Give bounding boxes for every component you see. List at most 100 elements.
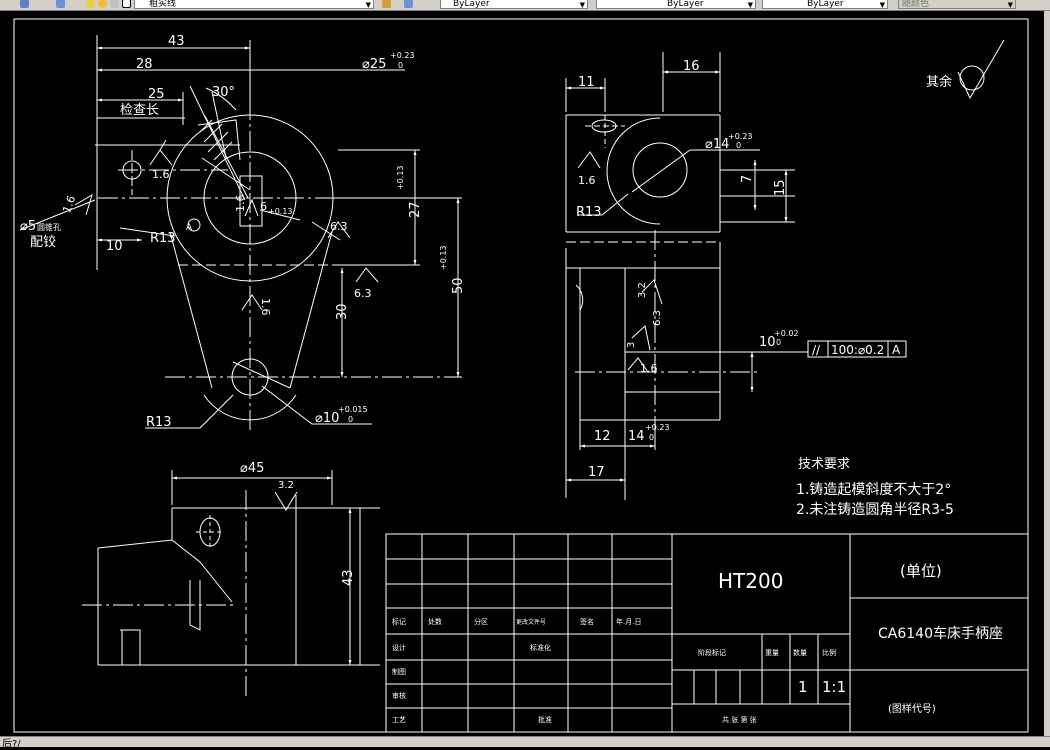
tech-req-item-2: 2.未注铸造圆角半径R3-5 xyxy=(796,502,954,518)
tol-frame-datum: A xyxy=(892,343,901,357)
roughness-rest-symbol xyxy=(957,39,1005,100)
tb-col-sign: 签名 xyxy=(580,617,594,626)
datum-a-label: A xyxy=(186,223,193,233)
dim-50: 50 xyxy=(451,277,466,294)
roughness-1-6-b: 1.6 xyxy=(60,194,78,215)
dim-10b-tol-lo: 0 xyxy=(776,338,781,347)
tb-col-mark: 标记 xyxy=(392,617,406,626)
roughness-6-3-a: 6.3 xyxy=(330,220,348,233)
dim-17: 17 xyxy=(588,465,605,480)
roughness-1-6-d: 1.6 xyxy=(259,298,272,316)
company-label: (单位) xyxy=(900,562,942,580)
part-name: CA6140车床手柄座 xyxy=(878,625,1003,642)
color-swatch-icon xyxy=(122,0,131,8)
tb-check: 审核 xyxy=(392,691,406,700)
dim-27: 27 xyxy=(408,201,423,218)
radius-r13-b: R13 xyxy=(146,415,172,430)
chevron-down-icon: ▼ xyxy=(579,1,585,9)
tol-frame-symbol: // xyxy=(812,343,821,357)
tb-sheets: 共 张 第 张 xyxy=(722,715,757,724)
dim-43: 43 xyxy=(168,34,185,49)
roughness-6-3-c: 6.3 xyxy=(652,310,663,326)
tol-frame-value: 100:⌀0.2 xyxy=(831,343,884,357)
roughness-1-6-c: 1.6 xyxy=(234,195,247,213)
dim-dia25-tol-up: +0.23 xyxy=(390,51,415,60)
hole-dia5-note: 圆锥孔 xyxy=(37,222,61,232)
dim-dia10-tol-lo: 0 xyxy=(348,415,353,424)
plotstyle-dropdown[interactable]: 随颜色 ▼ xyxy=(898,0,1016,9)
roughness-6-3-b: 6.3 xyxy=(354,287,372,300)
tb-draw: 制图 xyxy=(392,667,406,676)
tb-approve: 批准 xyxy=(538,715,552,724)
check-length-label: 检查长 xyxy=(120,103,159,118)
linetype-dropdown[interactable]: ByLayer ▼ xyxy=(596,0,756,9)
front-view xyxy=(19,35,462,432)
roughness-3-2-b: 3.2 xyxy=(278,480,294,491)
dim-50-tol: +0.13 xyxy=(439,245,448,270)
tb-weight: 重量 xyxy=(765,649,779,657)
bulb-icon[interactable] xyxy=(86,0,95,8)
command-prompt: 后?/ xyxy=(2,739,21,750)
hole-dia5: ⌀5 xyxy=(20,219,36,234)
dim-dia10-tol-up: +0.015 xyxy=(338,405,368,414)
color-value: ByLayer xyxy=(453,0,490,9)
dim-10b: 10 xyxy=(759,335,776,350)
layer-name: 粗实线 xyxy=(149,0,177,9)
layer-manager-icon[interactable] xyxy=(20,0,29,8)
color-dropdown[interactable]: ByLayer ▼ xyxy=(440,0,588,9)
chevron-down-icon: ▼ xyxy=(879,1,885,9)
dim-6: 6 xyxy=(260,200,267,213)
roughness-1-6-a: 1.6 xyxy=(152,168,170,181)
dim-dia14: ⌀14 xyxy=(705,137,729,152)
lineweight-dropdown[interactable]: ByLayer ▼ xyxy=(762,0,888,9)
tb-standard: 标准化 xyxy=(530,643,551,652)
tb-col-zone: 分区 xyxy=(474,617,488,626)
tech-req-title: 技术要求 xyxy=(798,457,850,472)
tb-col-count: 处数 xyxy=(428,617,442,626)
dim-dia45: ⌀45 xyxy=(240,461,264,476)
tb-scale: 比例 xyxy=(822,648,836,657)
radius-r13-a: R13 xyxy=(150,231,176,246)
layer-states-icon[interactable] xyxy=(56,0,65,8)
hole-pin-label: 配铰 xyxy=(30,235,56,250)
material-label: HT200 xyxy=(718,569,783,593)
bottom-view xyxy=(82,470,380,700)
dim-28: 28 xyxy=(136,57,153,72)
side-view xyxy=(565,52,907,500)
chevron-down-icon: ▼ xyxy=(1007,1,1013,9)
dim-angle-30: 30° xyxy=(212,85,235,100)
dim-dia14-tol-up: +0.23 xyxy=(728,132,753,141)
quantity-value: 1 xyxy=(798,678,808,696)
layer-previous-icon[interactable] xyxy=(404,0,413,8)
command-line[interactable]: 后?/ xyxy=(0,736,1050,750)
layer-dropdown[interactable]: 粗实线 ▼ xyxy=(134,0,374,9)
roughness-1-6-e: 1.6 xyxy=(578,174,596,187)
scale-value: 1:1 xyxy=(822,678,846,696)
lock-icon[interactable] xyxy=(110,0,119,8)
dim-6-tol: +0.13 xyxy=(268,207,293,216)
dim-dia14-tol-lo: 0 xyxy=(736,141,741,150)
roughness-1-6-f: 1.6 xyxy=(640,362,658,375)
make-current-icon[interactable] xyxy=(382,0,391,8)
dim-dia25-tol-lo: 0 xyxy=(398,61,403,70)
properties-toolbar: 粗实线 ▼ ByLayer ▼ ByLayer ▼ ByLayer ▼ 随颜色 … xyxy=(0,0,1050,11)
dim-15: 15 xyxy=(773,179,788,196)
dim-12: 12 xyxy=(594,429,611,444)
tb-col-date: 年.月.日 xyxy=(616,617,641,626)
lineweight-value: ByLayer xyxy=(807,0,844,9)
sun-icon[interactable] xyxy=(98,0,107,8)
vertical-scrollbar[interactable] xyxy=(1044,11,1050,737)
roughness-3-2-a: 3.2 xyxy=(637,282,648,298)
rest-label: 其余 xyxy=(926,74,952,90)
linetype-value: ByLayer xyxy=(667,0,704,9)
radius-r13-c: R13 xyxy=(576,205,602,220)
dim-14b-tol-lo: 0 xyxy=(649,433,654,442)
dim-10b-tol-up: +0.02 xyxy=(774,329,799,338)
dim-14b-tol-up: +0.23 xyxy=(645,423,670,432)
dim-16: 16 xyxy=(683,59,700,74)
dim-11: 11 xyxy=(578,75,595,90)
dim-27-tol: +0.13 xyxy=(396,165,405,190)
drawing-code: (图样代号) xyxy=(888,702,936,715)
dim-14b: 14 xyxy=(628,429,645,444)
